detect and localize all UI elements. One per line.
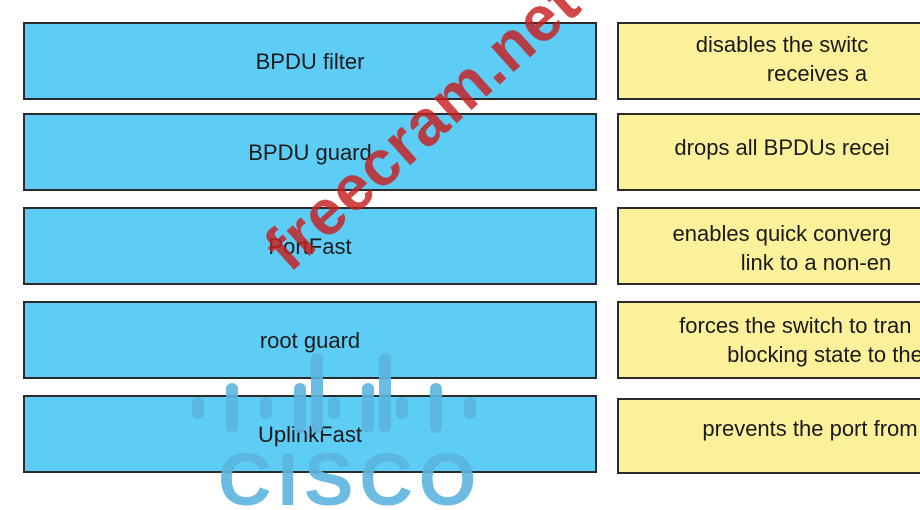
definition-line: prevents the port from <box>702 416 918 441</box>
definition-box-3[interactable]: enables quick converg link to a non-en <box>617 207 920 285</box>
definition-box-2[interactable]: drops all BPDUs recei <box>617 113 920 191</box>
definition-box-1[interactable]: disables the switc receives a <box>617 22 920 100</box>
definition-line: disables the switc <box>695 32 869 57</box>
term-box-portfast[interactable]: PortFast <box>23 207 597 285</box>
definition-box-4[interactable]: forces the switch to tran blocking state… <box>617 301 920 379</box>
definition-text: prevents the port from <box>702 414 917 443</box>
term-box-uplinkfast[interactable]: UplinkFast <box>23 395 597 473</box>
definition-text: forces the switch to tran blocking state… <box>679 311 920 369</box>
definition-line: link to a non-en <box>740 250 892 275</box>
definition-line: forces the switch to tran <box>679 313 912 338</box>
term-box-bpdu-filter[interactable]: BPDU filter <box>23 22 597 100</box>
definition-line: drops all BPDUs recei <box>674 135 890 160</box>
term-label: BPDU filter <box>255 48 365 74</box>
definition-text: enables quick converg link to a non-en <box>673 219 892 277</box>
term-label: root guard <box>259 327 361 353</box>
definition-line: receives a <box>766 61 868 86</box>
term-label: BPDU guard <box>248 139 372 165</box>
definition-box-5[interactable]: prevents the port from <box>617 398 920 474</box>
term-box-root-guard[interactable]: root guard <box>23 301 597 379</box>
definition-line: blocking state to the <box>727 342 920 367</box>
term-box-bpdu-guard[interactable]: BPDU guard <box>23 113 597 191</box>
definition-line: enables quick converg <box>672 221 892 246</box>
definition-text: drops all BPDUs recei <box>674 133 889 162</box>
term-label: UplinkFast <box>258 421 362 447</box>
definition-text: disables the switc receives a <box>696 30 868 88</box>
term-label: PortFast <box>268 233 352 259</box>
